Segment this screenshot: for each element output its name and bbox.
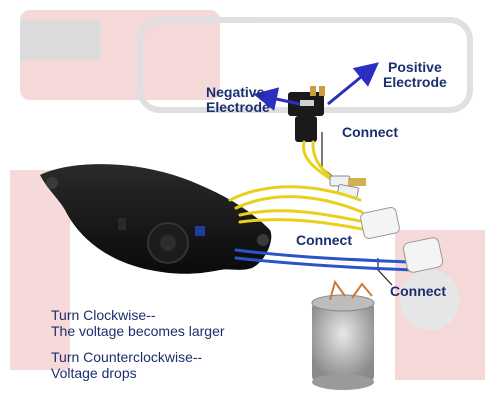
positive-electrode-label-line2: Electrode bbox=[383, 73, 447, 90]
generator-background bbox=[10, 10, 485, 380]
connect-label-top: Connect bbox=[342, 124, 398, 140]
negative-electrode-label-line2: Electrode bbox=[206, 98, 270, 115]
stator-coil bbox=[311, 279, 375, 390]
positive-electrode-label-line1: Positive bbox=[388, 59, 442, 75]
electrode-connector bbox=[288, 86, 325, 142]
negative-electrode-label: Negative Electrode bbox=[206, 85, 270, 114]
electrode-arrows bbox=[253, 62, 379, 111]
white-plug-connectors bbox=[360, 206, 444, 273]
counterclockwise-result: Voltage drops bbox=[51, 365, 137, 381]
negative-electrode-label-line1: Negative bbox=[206, 84, 265, 100]
connect-label-middle: Connect bbox=[296, 232, 352, 248]
counterclockwise-title: Turn Counterclockwise-- bbox=[51, 349, 203, 365]
positive-arrow bbox=[327, 62, 379, 106]
module-wires bbox=[228, 185, 414, 272]
clockwise-title: Turn Clockwise-- bbox=[51, 307, 156, 323]
voltage-regulator-module bbox=[40, 164, 272, 274]
negative-arrow bbox=[253, 87, 301, 111]
clockwise-result: The voltage becomes larger bbox=[51, 323, 225, 339]
connect-label-bottom: Connect bbox=[390, 283, 446, 299]
positive-electrode-label: Positive Electrode bbox=[383, 60, 447, 89]
